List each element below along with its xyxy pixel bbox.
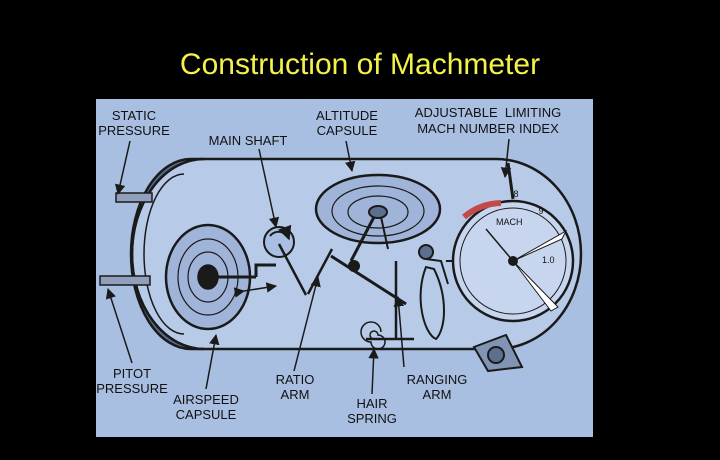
label-ranging-arm: ARM [423,387,452,402]
label-airspeed-capsule: AIRSPEED [173,392,239,407]
dial-pointer [485,228,514,262]
label-airspeed-capsule: CAPSULE [176,407,237,422]
label-altitude-capsule: ALTITUDE [316,108,378,123]
label-pitot-pressure: PRESSURE [96,381,168,396]
label-pitot-pressure: PITOT [113,366,151,381]
pressure-ports [99,192,153,286]
dial-tick: .8 [511,189,519,199]
label-adjustable-index: ADJUSTABLE LIMITING [415,105,561,120]
labels: STATIC PRESSURE MAIN SHAFT ALTITUDE CAPS… [96,105,561,426]
label-static-pressure: STATIC [112,108,156,123]
label-hair-spring: HAIR [356,396,387,411]
index-adjuster [472,333,524,373]
label-ratio-arm: RATIO [276,372,315,387]
static-port [115,192,153,203]
dial-tick: 1.0 [542,255,555,265]
dial-face-text: MACH [496,217,523,227]
label-static-pressure: PRESSURE [98,123,170,138]
machmeter-diagram: MACH .8 .9 1.0 STATIC PRESSURE MAIN SHAF… [96,99,593,437]
label-hair-spring: SPRING [347,411,397,426]
label-main-shaft: MAIN SHAFT [209,133,288,148]
limiting-index-scale [462,200,502,220]
label-ratio-arm: ARM [281,387,310,402]
label-adjustable-index: MACH NUMBER INDEX [417,121,559,136]
mach-dial: MACH .8 .9 1.0 [451,162,575,323]
pitot-port [99,275,151,286]
leader-lines [105,138,512,395]
altitude-capsule [314,173,442,262]
label-altitude-capsule: CAPSULE [317,123,378,138]
dial-tick: .9 [536,206,544,216]
label-ranging-arm: RANGING [407,372,468,387]
slide-title: Construction of Machmeter [179,48,541,81]
airspeed-capsule [164,223,276,331]
